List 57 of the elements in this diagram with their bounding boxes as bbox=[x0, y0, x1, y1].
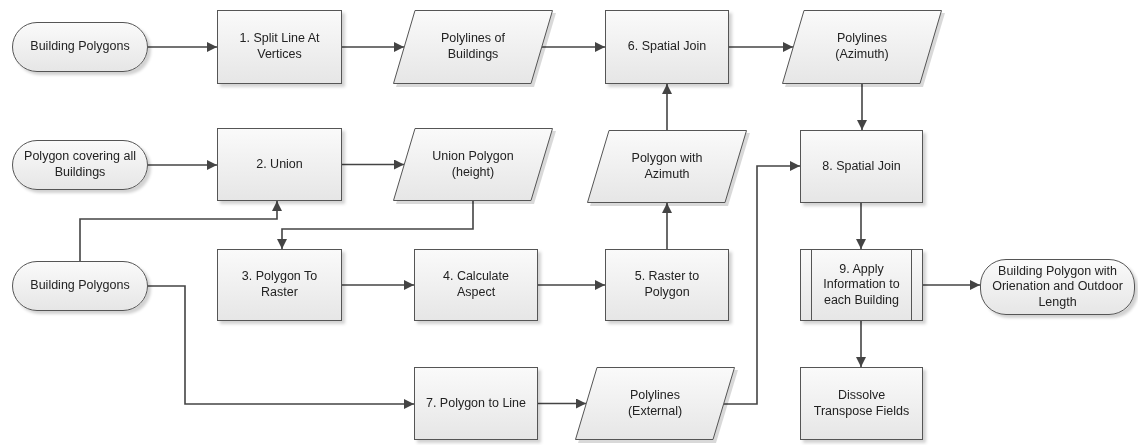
arrow bbox=[147, 160, 218, 170]
node-label: 6. Spatial Join bbox=[627, 39, 707, 55]
node-label: Building Polygons bbox=[30, 278, 130, 294]
node-label: Dissolve Transpose Fields bbox=[812, 387, 911, 420]
terminator bbox=[12, 261, 148, 311]
data-parallelogram bbox=[393, 10, 553, 84]
arrow bbox=[341, 42, 405, 52]
process-box bbox=[800, 130, 923, 203]
arrow bbox=[857, 83, 867, 131]
arrow bbox=[79, 200, 282, 262]
node-label: Polylines (Azimuth) bbox=[834, 31, 890, 63]
terminator bbox=[12, 22, 148, 72]
arrow bbox=[537, 280, 606, 290]
arrow bbox=[277, 200, 474, 250]
node-label: 7. Polygon to Line bbox=[425, 395, 527, 412]
node-label: 3. Polygon To Raster bbox=[240, 269, 319, 301]
node-label: Building Polygons bbox=[30, 39, 130, 55]
process-box bbox=[605, 249, 729, 321]
node-label: 8. Spatial Join bbox=[822, 158, 901, 175]
data-parallelogram bbox=[575, 367, 735, 440]
process-box bbox=[217, 10, 342, 84]
process-box bbox=[605, 10, 729, 84]
arrow bbox=[728, 42, 794, 52]
arrow bbox=[662, 202, 672, 250]
arrow bbox=[147, 285, 415, 409]
predefined-process-box bbox=[800, 249, 923, 321]
node-label: Building Polygon with Orienation and Outdoor Length bbox=[991, 263, 1124, 311]
arrow bbox=[341, 280, 415, 290]
arrow bbox=[537, 398, 587, 409]
node-label: Union Polygon (height) bbox=[431, 148, 515, 181]
process-box bbox=[414, 249, 538, 321]
arrow bbox=[922, 280, 981, 290]
arrow bbox=[541, 42, 606, 52]
arrow bbox=[856, 320, 866, 368]
node-label: 1. Split Line At Vertices bbox=[238, 31, 321, 63]
arrow bbox=[341, 159, 405, 170]
node-label: Polylines of Buildings bbox=[440, 31, 506, 63]
node-label: 9. Apply Information to each Building bbox=[822, 261, 901, 309]
node-label: Polylines (External) bbox=[626, 387, 684, 420]
node-label: 4. Calculate Aspect bbox=[442, 269, 510, 301]
node-label: 5. Raster to Polygon bbox=[633, 269, 701, 301]
terminator bbox=[980, 259, 1135, 315]
data-parallelogram bbox=[782, 10, 942, 84]
process-box bbox=[800, 367, 923, 440]
arrow bbox=[856, 202, 866, 250]
process-box bbox=[217, 249, 342, 321]
arrow bbox=[147, 42, 218, 52]
node-label: 2. Union bbox=[256, 156, 303, 173]
process-box bbox=[414, 367, 538, 440]
node-label: Polygon with Azimuth bbox=[630, 150, 704, 183]
node-label: Polygon covering all Buildings bbox=[23, 149, 137, 181]
data-parallelogram bbox=[393, 128, 553, 201]
data-parallelogram bbox=[587, 130, 747, 203]
process-box bbox=[217, 128, 342, 201]
arrow bbox=[723, 161, 801, 405]
arrow bbox=[662, 83, 672, 131]
terminator bbox=[12, 140, 148, 190]
